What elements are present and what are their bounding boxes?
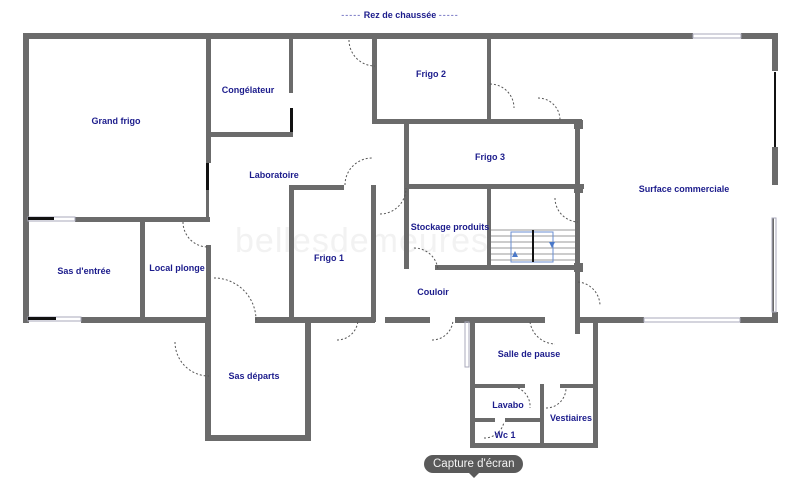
- room-stockage-produits: Stockage produits: [410, 222, 490, 232]
- room-lavabo: Lavabo: [492, 400, 524, 410]
- door-swings: [174, 39, 601, 439]
- room-wc-1: Wc 1: [494, 430, 516, 440]
- room-laboratoire: Laboratoire: [249, 170, 299, 180]
- room-grand-frigo: Grand frigo: [91, 116, 141, 126]
- room-frigo-2: Frigo 2: [415, 69, 447, 79]
- screenshot-tooltip: Capture d'écran: [424, 455, 524, 478]
- walls: [23, 33, 778, 448]
- room-frigo-1: Frigo 1: [313, 253, 345, 263]
- floor-name: Rez de chaussée: [363, 10, 437, 20]
- room-surface-commerciale: Surface commerciale: [638, 184, 730, 194]
- room-salle-de-pause: Salle de pause: [497, 349, 561, 359]
- watermark: bellesdemeures: [235, 222, 490, 260]
- room-congelateur: Congélateur: [221, 85, 275, 95]
- room-sas-departs: Sas départs: [228, 371, 280, 381]
- room-couloir: Couloir: [417, 287, 449, 297]
- room-sas-entree: Sas d'entrée: [57, 266, 111, 276]
- staircase: [491, 229, 575, 263]
- room-frigo-3: Frigo 3: [474, 152, 506, 162]
- room-vestiaires: Vestiaires: [549, 413, 593, 423]
- door-leaves: [28, 72, 776, 320]
- plan-title: ----- Rez de chaussée -----: [341, 10, 459, 20]
- room-local-plonge: Local plonge: [149, 263, 205, 273]
